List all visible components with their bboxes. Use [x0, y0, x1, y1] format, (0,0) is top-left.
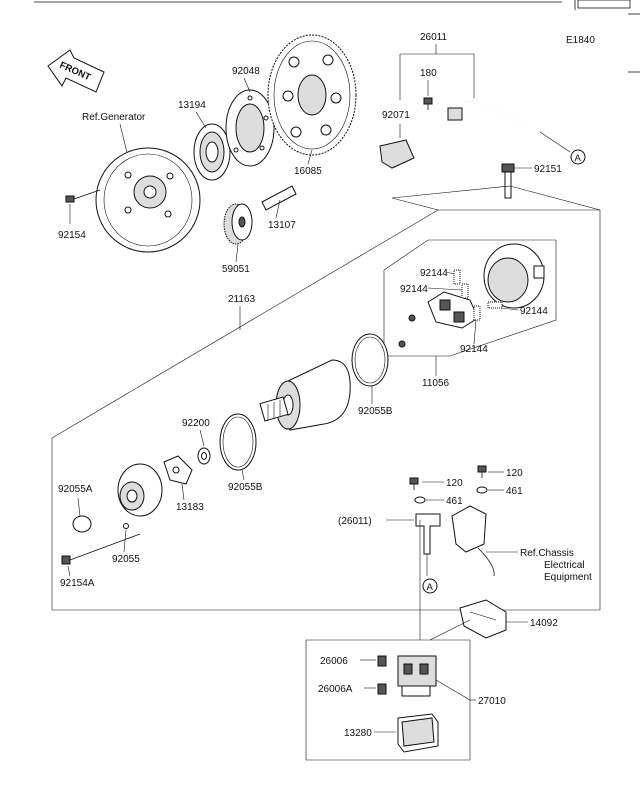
bolt-92151 — [501, 163, 515, 199]
cable-lug — [415, 513, 441, 576]
part-16085: 16085 — [294, 166, 322, 177]
svg-text:A: A — [427, 582, 434, 593]
part-13280: 13280 — [344, 728, 372, 739]
part-92071: 92071 — [382, 110, 410, 121]
shaft-13107 — [261, 185, 297, 211]
screw-120-b — [477, 465, 487, 478]
washer-461-b — [476, 486, 488, 494]
holder-13280 — [397, 713, 439, 753]
o-ring-92055a — [72, 515, 92, 533]
brush-plate — [398, 291, 479, 348]
part-92055: 92055 — [112, 554, 140, 565]
clutch-13194 — [193, 123, 231, 181]
part-26006a: 26006A — [318, 684, 353, 695]
ref-generator-label: Ref.Generator — [82, 112, 146, 123]
terminal-boot — [451, 505, 495, 577]
part-92154: 92154 — [58, 230, 86, 241]
front-bracket — [117, 463, 163, 517]
part-59051: 59051 — [222, 264, 250, 275]
assembly-box-21163 — [51, 185, 601, 611]
part-461-b: 461 — [506, 486, 523, 497]
part-180: 180 — [420, 68, 437, 79]
part-13194: 13194 — [178, 100, 206, 111]
part-14092: 14092 — [530, 618, 558, 629]
starter-relay — [397, 655, 437, 697]
part-21163: 21163 — [228, 294, 256, 305]
part-92055a: 92055A — [58, 484, 93, 495]
part-92144-d: 92144 — [460, 344, 488, 355]
fuse-26006 — [377, 655, 387, 667]
part-11056: 11056 — [422, 378, 450, 389]
part-13107: 13107 — [268, 220, 296, 231]
svg-text:A: A — [575, 153, 582, 164]
starter-cable — [447, 100, 571, 153]
part-92200: 92200 — [182, 418, 210, 429]
part-92055b-low: 92055B — [228, 482, 263, 493]
part-120-a: 120 — [446, 478, 463, 489]
part-461-a: 461 — [446, 496, 463, 507]
o-ring-92055b-top — [351, 333, 389, 387]
screw-180 — [423, 97, 433, 110]
cover-14092 — [459, 599, 507, 639]
rubber-boot-92071 — [379, 139, 415, 169]
screw-120-a — [409, 477, 419, 490]
part-26011-ref: (26011) — [338, 516, 372, 527]
part-92048: 92048 — [232, 66, 260, 77]
part-92144-c: 92144 — [520, 306, 548, 317]
header-rule — [34, 0, 640, 73]
circle-a-bottom-icon: A — [422, 578, 438, 594]
part-92144-a: 92144 — [420, 268, 448, 279]
end-cover — [483, 243, 545, 309]
ref-chassis-line1: Ref.Chassis — [520, 548, 574, 559]
part-26011: 26011 — [420, 32, 448, 43]
part-27010: 27010 — [478, 696, 506, 707]
starter-motor-yoke — [259, 359, 351, 431]
relay-box-27010 — [305, 639, 471, 761]
ref-chassis-line2: Electrical — [544, 560, 585, 571]
washer-461-a — [414, 496, 426, 504]
part-92154a: 92154A — [60, 578, 95, 589]
diagram-code: E1840 — [566, 35, 595, 46]
part-92055b-top: 92055B — [358, 406, 393, 417]
springs-92144 — [453, 269, 503, 321]
bolt-92154a — [61, 533, 141, 565]
part-13183: 13183 — [176, 502, 204, 513]
part-120-b: 120 — [506, 468, 523, 479]
part-92144-b: 92144 — [400, 284, 428, 295]
ref-chassis-line3: Equipment — [544, 572, 592, 583]
circle-a-top-icon: A — [570, 149, 586, 165]
fuse-26006a — [377, 683, 387, 695]
generator-rotor — [95, 147, 201, 253]
o-ring-92055b-low — [219, 413, 257, 471]
housing-92048 — [225, 89, 275, 167]
bolt-92154 — [65, 189, 101, 224]
idler-gear-59051 — [223, 203, 253, 245]
washer-92200 — [197, 447, 211, 465]
front-arrow-icon: FRONT — [47, 49, 105, 93]
part-26006: 26006 — [320, 656, 348, 667]
plate-13183 — [163, 455, 193, 485]
part-92151: 92151 — [534, 164, 562, 175]
ring-gear-16085 — [267, 34, 357, 156]
